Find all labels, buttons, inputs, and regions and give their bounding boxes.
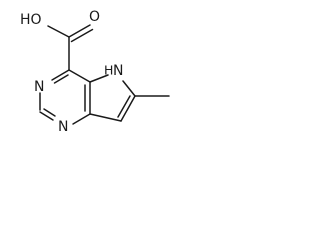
atom-label-hydroxyl: HO bbox=[20, 12, 42, 28]
atom-label-pyrrole-n: N bbox=[113, 63, 123, 79]
bond-n1-c7a bbox=[72, 113, 91, 125]
bond-n5-c6 bbox=[122, 80, 136, 97]
bond-c2-n1-inner bbox=[43, 108, 56, 117]
bond-c4-n3 bbox=[51, 69, 70, 81]
atom-label-pyrrole-h: H bbox=[104, 63, 113, 78]
bond-c4-n3-inner bbox=[53, 74, 69, 84]
bond-c2-n1 bbox=[39, 111, 54, 121]
chemical-structure: HO O N N H N bbox=[20, 9, 170, 135]
bond-c6-c7 bbox=[120, 95, 136, 122]
bond-carboxyl-o-double-b bbox=[70, 28, 94, 43]
bond-c6-c7-inner bbox=[117, 95, 131, 118]
atom-label-carbonyl-oxygen: O bbox=[89, 9, 100, 25]
bond-c4a-c4 bbox=[68, 69, 91, 83]
bond-carboxyl-oh bbox=[47, 25, 70, 38]
bond-c4a-n5 bbox=[89, 74, 109, 83]
atom-label-pyrimidine-n-lower: N bbox=[58, 119, 68, 135]
bond-c7-c7a bbox=[89, 113, 122, 122]
bond-carboxyl-o-double-a bbox=[68, 24, 91, 38]
atom-label-pyrimidine-n-upper: N bbox=[34, 79, 44, 95]
